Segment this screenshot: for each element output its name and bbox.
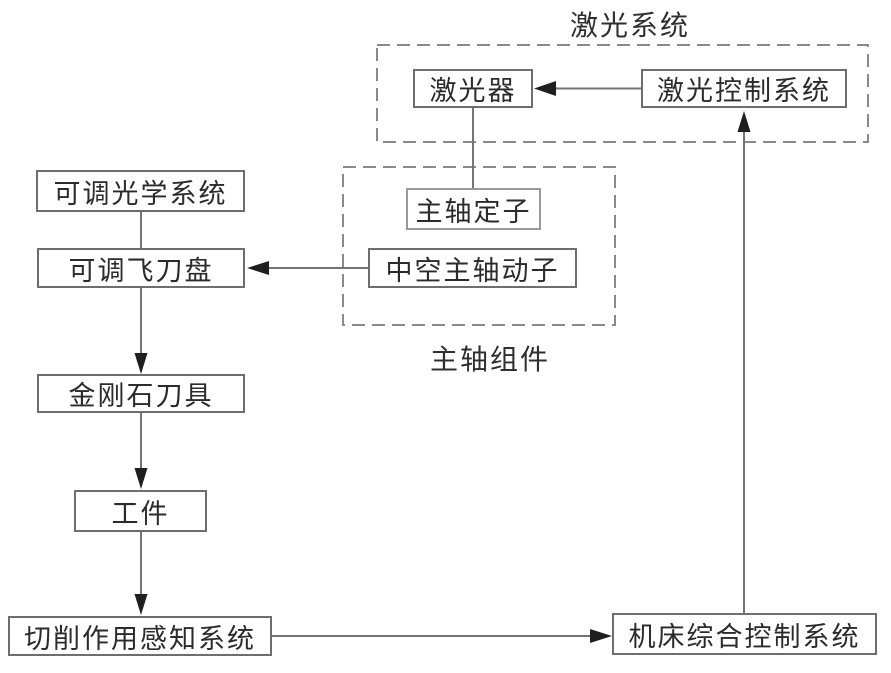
group-label-laser-system: 激光系统	[569, 11, 690, 42]
arrowhead-into-diamond-tool	[134, 353, 148, 374]
group-border-laser-system	[376, 44, 869, 143]
node-laser-control: 激光控制系统	[641, 69, 847, 108]
group-border-spindle-assembly	[342, 166, 616, 326]
node-adjustable-fly-cutter: 可调飞刀盘	[37, 248, 245, 288]
node-spindle-stator: 主轴定子	[406, 188, 541, 230]
node-hollow-spindle-mover: 中空主轴动子	[368, 248, 577, 288]
arrowhead-into-workpiece	[134, 468, 148, 489]
node-machine-control-system: 机床综合控制系统	[612, 613, 877, 655]
node-laser: 激光器	[413, 69, 533, 108]
arrowhead-into-laser	[534, 81, 556, 96]
node-cutting-sensing-system: 切削作用感知系统	[8, 616, 272, 656]
arrowhead-into-laser-control	[737, 111, 751, 132]
arrowhead-into-sensing	[134, 594, 148, 615]
group-label-spindle-assembly: 主轴组件	[429, 345, 550, 376]
node-diamond-tool: 金刚石刀具	[37, 374, 245, 413]
arrowhead-into-machine-control	[590, 629, 612, 643]
arrowhead-into-fly-cutter	[247, 261, 269, 275]
node-adjustable-optical-system: 可调光学系统	[36, 170, 245, 212]
node-workpiece: 工件	[74, 490, 207, 532]
